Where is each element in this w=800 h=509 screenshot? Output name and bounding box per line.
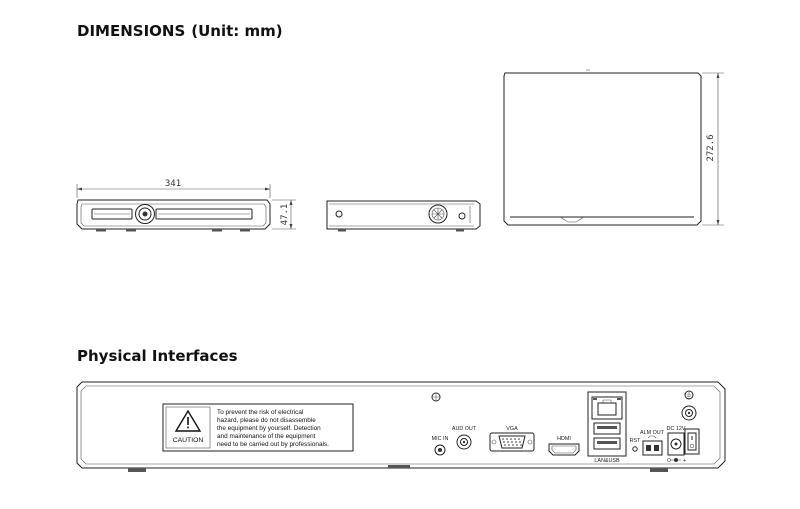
warning-line-3: the equipment by yourself. Detection [217, 425, 321, 432]
mic-in-port: MIC IN [432, 436, 449, 456]
warning-line-4: and maintenance of the equipment [217, 433, 316, 440]
depth-dimension-line [702, 72, 724, 226]
top-screw-icon [431, 392, 441, 402]
dimensions-unit: (Unit: mm) [191, 22, 283, 40]
front-view: 341 47.1 [76, 179, 296, 232]
rst-label: RST [630, 438, 641, 444]
rear-panel: CAUTION To prevent the risk of electrica… [76, 381, 726, 472]
reset-button: RST [630, 438, 641, 452]
warning-triangle-icon [174, 409, 202, 432]
aud-out-port: AUD OUT [452, 426, 477, 450]
dc-polarity-sign: + [683, 458, 686, 464]
lan-usb-port: LAN&USB [587, 391, 627, 464]
depth-dimension-label: 272.6 [706, 134, 716, 161]
dc-label: DC 12V [667, 426, 686, 432]
power-button-icon [135, 204, 155, 224]
hdmi-port: HDMI [548, 436, 580, 456]
mic-in-label: MIC IN [432, 436, 449, 442]
alarm-out-port: ALM OUT [640, 430, 665, 456]
dc-polarity-icon: + [667, 458, 686, 464]
front-panel-body [76, 199, 271, 232]
width-dimension-label: 341 [165, 179, 181, 189]
dc-power-port: DC 12V + [667, 426, 687, 464]
vga-label: VGA [506, 426, 518, 432]
hdmi-label: HDMI [557, 436, 571, 442]
physical-interfaces-heading: Physical Interfaces [77, 347, 238, 365]
warning-line-1: To prevent the risk of electrical [217, 409, 303, 416]
caution-label: CAUTION To prevent the risk of electrica… [162, 403, 354, 452]
dimensions-heading: DIMENSIONS (Unit: mm) [77, 22, 283, 40]
height-dimension-line [272, 199, 296, 230]
dimensions-title: DIMENSIONS [77, 22, 186, 40]
power-switch [684, 428, 700, 455]
warning-line-2: hazard, please do not disassemble [217, 417, 316, 424]
top-view: 272.6 [503, 69, 724, 226]
ground-terminal-icon [681, 390, 697, 421]
alm-out-label: ALM OUT [640, 430, 665, 436]
aud-out-label: AUD OUT [452, 426, 477, 432]
rear-view-small [326, 200, 481, 232]
vga-port: VGA [489, 426, 535, 452]
warning-line-5: need to be carried out by professionals. [217, 441, 329, 448]
height-dimension-label: 47.1 [280, 204, 290, 226]
width-dimension-line [76, 184, 271, 198]
caution-title: CAUTION [173, 437, 204, 444]
lan-usb-label: LAN&USB [594, 458, 620, 464]
